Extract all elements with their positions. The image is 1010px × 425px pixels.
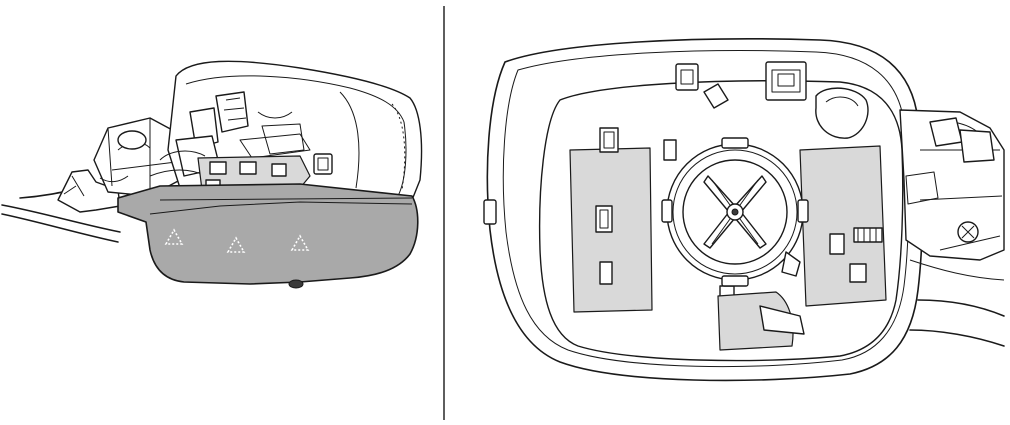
motor-block — [93, 117, 181, 197]
top-clip-center — [765, 61, 807, 101]
mirror-outer-housing — [486, 38, 924, 382]
triangle-marker-2 — [226, 236, 246, 253]
top-right-cap — [815, 87, 869, 139]
triangle-marker-3 — [290, 234, 310, 251]
center-screw — [731, 208, 739, 216]
mirror-housing-illustration — [1, 60, 423, 289]
mirror-actuator-illustration — [483, 38, 1005, 382]
side-clip-3 — [599, 261, 613, 285]
drain-hole — [288, 279, 304, 289]
connector-block — [853, 227, 883, 243]
top-clip-left — [675, 63, 699, 91]
triangle-marker-1 — [164, 228, 184, 245]
mirror-actuator — [661, 137, 809, 287]
